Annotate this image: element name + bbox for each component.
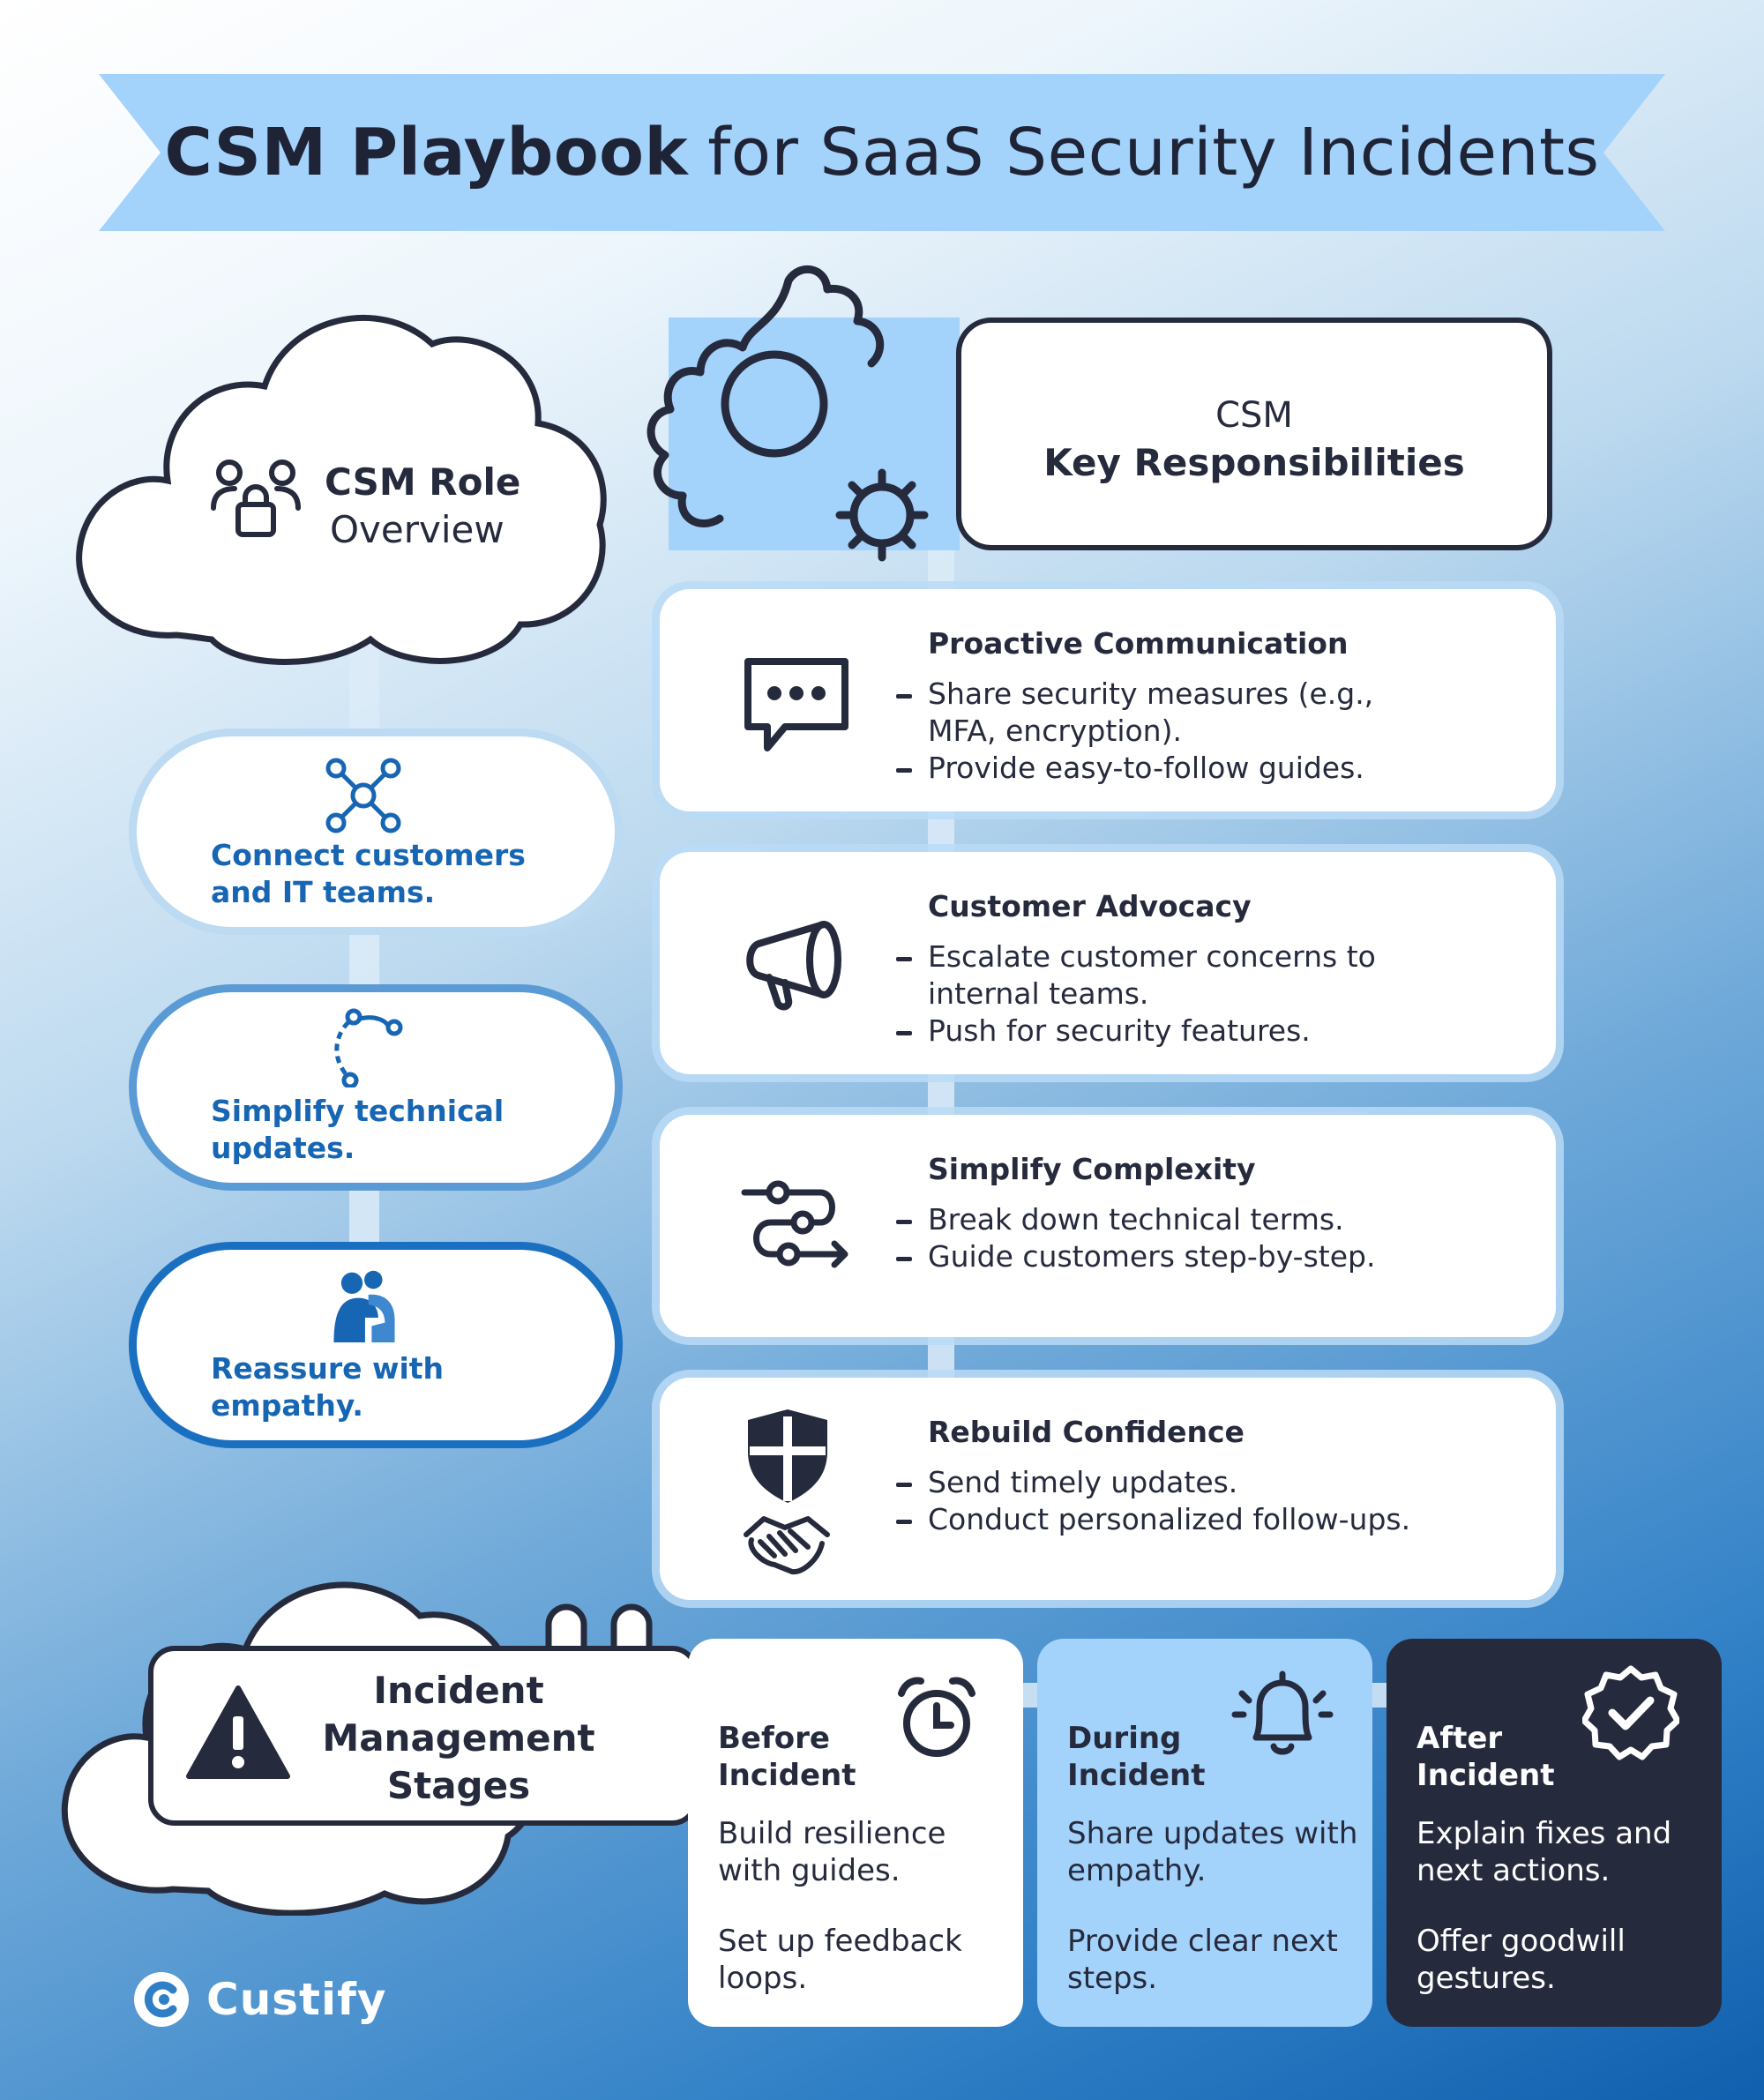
stage-during-incident: During Incident Share updates with empat… [1037, 1639, 1372, 2027]
responsibilities-header-box [956, 318, 1552, 550]
network-nodes-icon [325, 758, 401, 833]
card-title: Simplify Complexity [928, 1152, 1256, 1186]
card-title: Proactive Communication [928, 626, 1349, 661]
custify-logo-icon [134, 1972, 189, 2027]
incident-title: Incident Management Stages [322, 1669, 595, 1807]
role-item-connect-text: Connect customers and IT teams. [211, 838, 526, 909]
team-lock-icon [211, 460, 301, 537]
role-title: CSM Role [325, 460, 521, 504]
page-title-bold: CSM Playbook [164, 115, 689, 191]
warning-icon [186, 1685, 290, 1779]
role-item-connect: Connect customers and IT teams. [129, 729, 623, 935]
card-bullets: Share security measures (e.g., MFA, encr… [896, 676, 1422, 787]
card-bullet: Guide customers step-by-step. [896, 1238, 1375, 1275]
megaphone-icon [746, 921, 841, 1011]
stage-text-1: Share updates with empathy. [1067, 1816, 1358, 1888]
title-ribbon [99, 74, 1665, 231]
stage-title: After Incident [1416, 1721, 1555, 1793]
stage-title: Before Incident [718, 1721, 856, 1793]
stage-before-incident: Before Incident Build resilience with gu… [688, 1639, 1023, 2027]
role-item-reassure-text: Reassure with empathy. [211, 1351, 445, 1423]
card-bullets: Break down technical terms. Guide custom… [896, 1201, 1375, 1275]
chat-bubble-icon [744, 658, 848, 751]
card-bullet: Escalate customer concerns to internal t… [896, 938, 1439, 1013]
page-title: CSM Playbook for SaaS Security Incidents [123, 74, 1641, 231]
bell-icon [1231, 1670, 1334, 1755]
stage-text-2: Offer goodwill gestures. [1416, 1924, 1626, 1996]
responsibilities-header-line1: CSM [1215, 395, 1293, 436]
card-bullet: Conduct personalized follow-ups. [896, 1501, 1410, 1538]
stage-text-2: Set up feedback loops. [718, 1924, 962, 1996]
role-overview-cloud [76, 314, 607, 665]
card-customer-advocacy: Customer Advocacy Escalate customer conc… [660, 852, 1556, 1074]
card-bullet: Provide easy-to-follow guides. [896, 750, 1422, 787]
card-title: Rebuild Confidence [928, 1415, 1245, 1449]
card-bullets: Send timely updates. Conduct personalize… [896, 1464, 1410, 1538]
role-subtitle: Overview [330, 508, 505, 551]
responsibilities-header-line2: Key Responsibilities [1043, 441, 1465, 484]
hug-icon [333, 1270, 395, 1342]
role-item-reassure: Reassure with empathy. [129, 1242, 623, 1448]
alarm-clock-icon [898, 1677, 975, 1757]
card-rebuild-confidence: Rebuild Confidence Send timely updates. … [660, 1378, 1556, 1600]
page-title-rest: for SaaS Security Incidents [707, 115, 1600, 191]
card-bullet: Send timely updates. [896, 1464, 1410, 1501]
path-route-icon [334, 1008, 403, 1087]
brand-name: Custify [206, 1974, 387, 2025]
gears-icon [647, 265, 929, 562]
card-bullet: Push for security features. [896, 1013, 1439, 1050]
card-bullets: Escalate customer concerns to internal t… [896, 938, 1439, 1050]
check-badge-icon [1582, 1665, 1679, 1760]
card-bullet: Break down technical terms. [896, 1201, 1375, 1238]
stage-text-1: Explain fixes and next actions. [1416, 1816, 1672, 1888]
card-bullet: Share security measures (e.g., MFA, encr… [896, 676, 1422, 750]
card-simplify-complexity: Simplify Complexity Break down technical… [660, 1115, 1556, 1337]
stage-title: During Incident [1067, 1721, 1206, 1793]
card-proactive-communication: Proactive Communication Share security m… [660, 589, 1556, 811]
role-item-simplify-text: Simplify technical updates. [211, 1094, 505, 1165]
stage-text-1: Build resilience with guides. [718, 1816, 946, 1888]
stage-text-2: Provide clear next steps. [1067, 1924, 1338, 1996]
stage-after-incident: After Incident Explain fixes and next ac… [1387, 1639, 1722, 2027]
flow-steps-icon [741, 1180, 848, 1268]
role-item-simplify: Simplify technical updates. [129, 984, 623, 1191]
shield-handshake-icon [744, 1409, 830, 1575]
card-title: Customer Advocacy [928, 889, 1252, 923]
